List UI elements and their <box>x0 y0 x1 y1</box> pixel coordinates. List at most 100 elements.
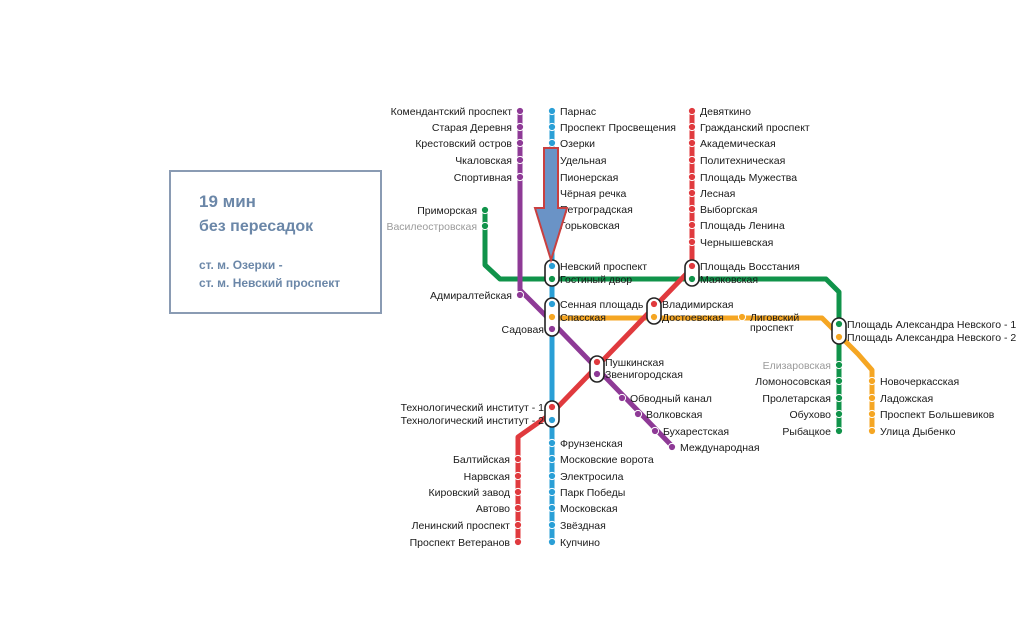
station-dot-sportivnaya[interactable] <box>515 172 525 182</box>
station-dot-sennaya[interactable] <box>547 299 557 309</box>
station-dot-nevsky[interactable] <box>547 261 557 271</box>
station-label-admiralteyskaya[interactable]: Адмиралтейская <box>430 290 512 302</box>
station-dot-baltiyskaya[interactable] <box>513 454 523 464</box>
station-label-nevsky2[interactable]: Площадь Александра Невского - 2 <box>847 332 1016 344</box>
station-label-dybenko[interactable]: Улица Дыбенко <box>880 426 956 438</box>
station-label-nevsky[interactable]: Невский проспект <box>560 261 647 273</box>
station-label-krestovsky[interactable]: Крестовский остров <box>415 138 512 150</box>
station-label-vyborgskaya[interactable]: Выборгская <box>700 204 757 216</box>
station-label-akademicheskaya[interactable]: Академическая <box>700 138 776 150</box>
station-dot-politekhnicheskaya[interactable] <box>687 155 697 165</box>
station-dot-pushkinskaya[interactable] <box>592 357 602 367</box>
station-dot-vasileostrovskaya[interactable] <box>480 221 490 231</box>
station-label-staraya-derevnya[interactable]: Старая Деревня <box>432 122 512 134</box>
station-label-petrogradskaya[interactable]: Петроградская <box>560 204 633 216</box>
station-dot-frunzenskaya[interactable] <box>547 438 557 448</box>
station-label-sennaya[interactable]: Сенная площадь <box>560 299 644 311</box>
station-label-leninsky[interactable]: Ленинский проспект <box>412 520 511 532</box>
station-label-pionerskaya[interactable]: Пионерская <box>560 172 618 184</box>
station-label-volkovskaya[interactable]: Волковская <box>646 409 702 421</box>
station-label-baltiyskaya[interactable]: Балтийская <box>453 454 510 466</box>
station-label-nevsky1[interactable]: Площадь Александра Невского - 1 <box>847 319 1016 331</box>
station-dot-novocherkasskaya[interactable] <box>867 376 877 386</box>
station-label-vasileostrovskaya[interactable]: Василеостровская <box>386 221 477 233</box>
station-label-sadovaya[interactable]: Садовая <box>502 324 545 336</box>
station-dot-vosstaniya[interactable] <box>687 261 697 271</box>
station-dot-lomonosovskaya[interactable] <box>834 376 844 386</box>
station-label-chkalovskaya[interactable]: Чкаловская <box>455 155 512 167</box>
station-label-muzhestva[interactable]: Площадь Мужества <box>700 172 797 184</box>
station-dot-parnas[interactable] <box>547 106 557 116</box>
station-label-frunzenskaya[interactable]: Фрунзенская <box>560 438 623 450</box>
station-label-grazhdansky[interactable]: Гражданский проспект <box>700 122 810 134</box>
station-label-gorkovskaya[interactable]: Горьковская <box>560 220 620 232</box>
station-label-politekhnicheskaya[interactable]: Политехническая <box>700 155 785 167</box>
station-label-ladozhskaya[interactable]: Ладожская <box>880 393 933 405</box>
station-dot-muzhestva[interactable] <box>687 172 697 182</box>
station-dot-ladozhskaya[interactable] <box>867 393 877 403</box>
station-dot-proletarskaya[interactable] <box>834 393 844 403</box>
station-dot-krestovsky[interactable] <box>515 138 525 148</box>
station-label-vladimirskaya[interactable]: Владимирская <box>662 299 734 311</box>
station-dot-dybenko[interactable] <box>867 426 877 436</box>
station-label-bolshevikov[interactable]: Проспект Большевиков <box>880 409 995 421</box>
station-label-prosvescheniya[interactable]: Проспект Просвещения <box>560 122 676 134</box>
station-label-lomonosovskaya[interactable]: Ломоносовская <box>755 376 831 388</box>
station-label-ligovsky-2[interactable]: проспект <box>750 322 794 334</box>
station-label-elektrosila[interactable]: Электросила <box>560 471 624 483</box>
station-dot-bukharestskaya[interactable] <box>650 426 660 436</box>
station-dot-tekhnolog2[interactable] <box>547 415 557 425</box>
station-label-narvskaya[interactable]: Нарвская <box>464 471 510 483</box>
station-label-tekhnolog1[interactable]: Технологический институт - 1 <box>401 402 545 414</box>
station-label-park-pobedy[interactable]: Парк Победы <box>560 487 625 499</box>
station-label-veteranov[interactable]: Проспект Ветеранов <box>410 537 511 549</box>
station-dot-kupchino[interactable] <box>547 537 557 547</box>
station-label-parnas[interactable]: Парнас <box>560 106 596 118</box>
station-label-rybatskoe[interactable]: Рыбацкое <box>782 426 831 438</box>
station-dot-elizarovskaya[interactable] <box>834 360 844 370</box>
station-label-moskovskie-vorota[interactable]: Московские ворота <box>560 454 654 466</box>
station-dot-ligovsky-1[interactable] <box>737 312 747 322</box>
station-dot-ozerki[interactable] <box>547 138 557 148</box>
station-label-chernaya-rechka[interactable]: Чёрная речка <box>560 188 627 200</box>
station-dot-admiralteyskaya[interactable] <box>515 290 525 300</box>
station-dot-primorskaya[interactable] <box>480 205 490 215</box>
station-dot-sadovaya[interactable] <box>547 324 557 334</box>
station-label-proletarskaya[interactable]: Пролетарская <box>762 393 831 405</box>
station-dot-park-pobedy[interactable] <box>547 487 557 497</box>
station-dot-akademicheskaya[interactable] <box>687 138 697 148</box>
station-label-komendantsky[interactable]: Комендантский проспект <box>391 106 513 118</box>
station-dot-kirovsky-zavod[interactable] <box>513 487 523 497</box>
station-dot-obvodny[interactable] <box>617 393 627 403</box>
station-label-lenina[interactable]: Площадь Ленина <box>700 220 785 232</box>
station-label-obukhovo[interactable]: Обухово <box>790 409 832 421</box>
station-dot-devyatkino[interactable] <box>687 106 697 116</box>
station-dot-spasskaya[interactable] <box>547 312 557 322</box>
station-label-gostiny[interactable]: Гостиный двор <box>560 274 632 286</box>
station-dot-staraya-derevnya[interactable] <box>515 122 525 132</box>
station-label-sportivnaya[interactable]: Спортивная <box>454 172 512 184</box>
station-dot-narvskaya[interactable] <box>513 471 523 481</box>
station-dot-avtovo[interactable] <box>513 503 523 513</box>
station-label-kirovsky-zavod[interactable]: Кировский завод <box>429 487 510 499</box>
station-dot-zvenigorodskaya[interactable] <box>592 369 602 379</box>
station-label-lesnaya[interactable]: Лесная <box>700 188 735 200</box>
station-label-zvenigorodskaya[interactable]: Звенигородская <box>605 369 683 381</box>
station-dot-moskovskaya[interactable] <box>547 503 557 513</box>
station-dot-chernyshevskaya[interactable] <box>687 237 697 247</box>
station-label-ozerki[interactable]: Озерки <box>560 138 595 150</box>
station-dot-nevsky2[interactable] <box>834 332 844 342</box>
station-label-elizarovskaya[interactable]: Елизаровская <box>763 360 831 372</box>
station-dot-mezhdunarodnaya[interactable] <box>667 442 677 452</box>
station-dot-prosvescheniya[interactable] <box>547 122 557 132</box>
station-label-zvezdnaya[interactable]: Звёздная <box>560 520 606 532</box>
station-label-novocherkasskaya[interactable]: Новочеркасская <box>880 376 959 388</box>
station-dot-tekhnolog1[interactable] <box>547 402 557 412</box>
station-dot-komendantsky[interactable] <box>515 106 525 116</box>
station-label-pushkinskaya[interactable]: Пушкинская <box>605 357 664 369</box>
station-label-vosstaniya[interactable]: Площадь Восстания <box>700 261 800 273</box>
station-label-bukharestskaya[interactable]: Бухарестская <box>663 426 729 438</box>
station-dot-grazhdansky[interactable] <box>687 122 697 132</box>
station-dot-dostoevskaya[interactable] <box>649 312 659 322</box>
station-dot-bolshevikov[interactable] <box>867 409 877 419</box>
